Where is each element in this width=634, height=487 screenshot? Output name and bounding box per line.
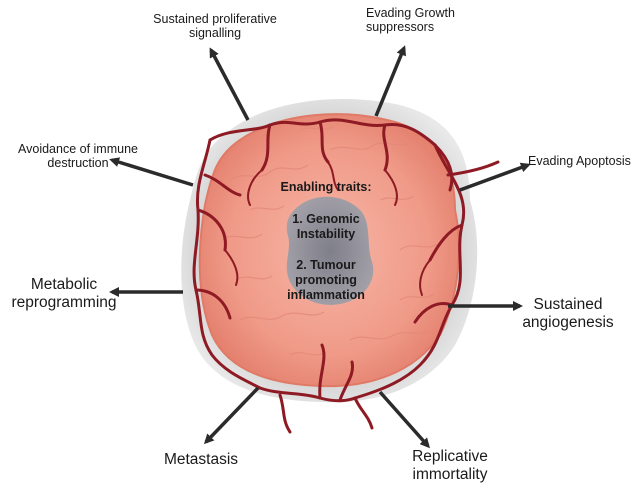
label-apoptosis: Evading Apoptosis	[528, 154, 631, 168]
label-angiogenesis-line1: Sustained	[508, 296, 628, 314]
core-trait-1-line1: 1. Genomic	[266, 212, 386, 227]
core-trait-2: 2. Tumour promoting inflammation	[266, 258, 386, 303]
label-immune-line2: destruction	[4, 156, 152, 170]
core-trait-1: 1. Genomic Instability	[266, 212, 386, 242]
core-trait-2-line2: promoting	[266, 273, 386, 288]
label-immortality-line2: immortality	[390, 466, 510, 484]
label-immune: Avoidance of immune destruction	[4, 142, 152, 171]
core-heading: Enabling traits:	[266, 180, 386, 195]
core-trait-1-line2: Instability	[266, 227, 386, 242]
arrow-proliferative	[211, 50, 248, 120]
arrow-apoptosis	[460, 165, 528, 190]
arrow-metastasis	[206, 388, 258, 442]
label-growth-line2: suppressors	[366, 20, 455, 34]
core-heading-text: Enabling traits:	[266, 180, 386, 195]
label-immune-line1: Avoidance of immune	[4, 142, 152, 156]
label-metastasis-line1: Metastasis	[146, 451, 256, 469]
label-metabolic: Metabolic reprogramming	[4, 276, 124, 312]
label-growth: Evading Growth suppressors	[366, 6, 455, 35]
label-proliferative-line2: signalling	[140, 26, 290, 40]
label-apoptosis-line1: Evading Apoptosis	[528, 154, 631, 168]
label-proliferative: Sustained proliferative signalling	[140, 12, 290, 41]
label-immortality: Replicative immortality	[390, 448, 510, 484]
label-immortality-line1: Replicative	[390, 448, 510, 466]
label-growth-line1: Evading Growth	[366, 6, 455, 20]
arrow-immortality	[380, 392, 428, 446]
core-trait-2-line3: inflammation	[266, 288, 386, 303]
label-angiogenesis-line2: angiogenesis	[508, 314, 628, 332]
label-metabolic-line2: reprogramming	[4, 294, 124, 312]
core-trait-2-line1: 2. Tumour	[266, 258, 386, 273]
label-metabolic-line1: Metabolic	[4, 276, 124, 294]
label-metastasis: Metastasis	[146, 451, 256, 469]
label-angiogenesis: Sustained angiogenesis	[508, 296, 628, 332]
label-proliferative-line1: Sustained proliferative	[140, 12, 290, 26]
